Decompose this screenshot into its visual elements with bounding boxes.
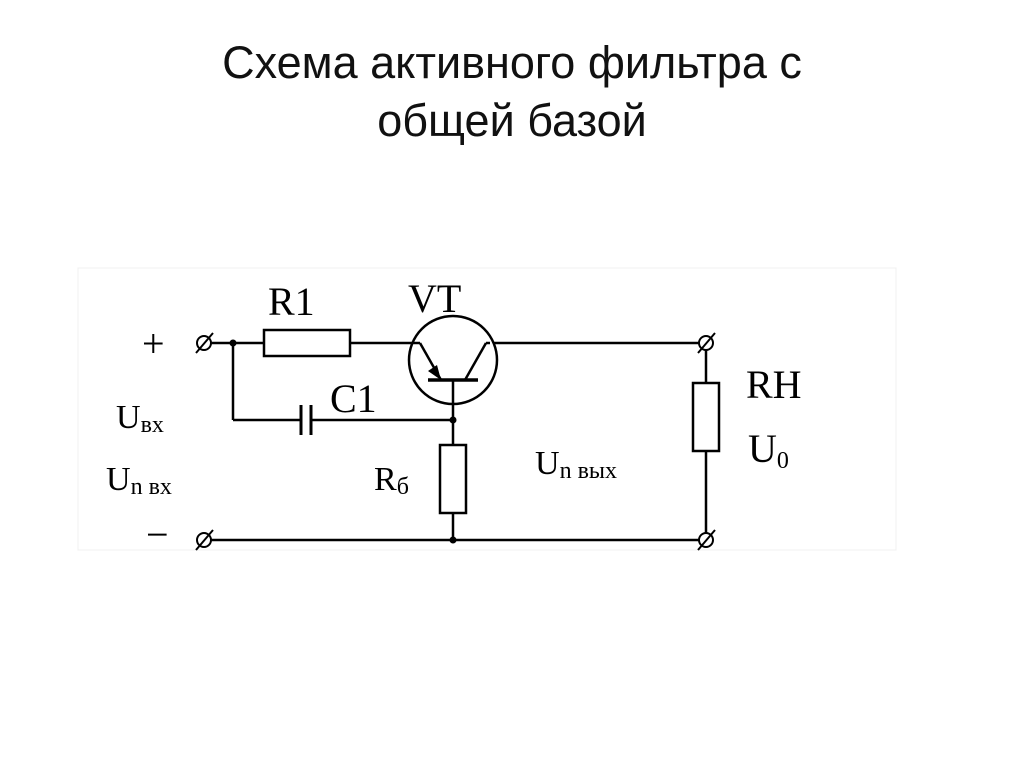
resistor-rb xyxy=(438,443,468,515)
emitter-arrow-icon xyxy=(428,365,441,380)
title-line-1: Схема активного фильтра с xyxy=(222,37,802,88)
label-r1: R1 xyxy=(268,279,315,324)
label-u-n-in: Un вх xyxy=(106,461,172,500)
diagram-frame xyxy=(77,267,897,551)
label-c1: C1 xyxy=(330,376,377,421)
label-minus: − xyxy=(146,512,169,557)
terminal-output-top xyxy=(697,332,716,354)
label-u-in: Uвх xyxy=(116,399,164,438)
label-rb-sub: б xyxy=(397,474,409,500)
label-u-n-out-sub: n вых xyxy=(560,458,617,484)
label-u-in-sub: вх xyxy=(141,412,164,438)
label-rb-main: R xyxy=(374,461,397,498)
resistor-rh xyxy=(691,381,721,453)
terminal-input-plus xyxy=(195,332,214,354)
label-u0-main: U xyxy=(748,426,777,471)
label-u-n-in-main: U xyxy=(106,461,131,498)
label-u-n-in-sub: n вх xyxy=(131,474,172,500)
label-vt: VT xyxy=(408,276,461,321)
label-u0-sub: 0 xyxy=(777,448,789,474)
slide-title: Схема активного фильтра с общей базой xyxy=(0,34,1024,150)
label-u-n-out-main: U xyxy=(535,445,560,482)
label-u0: U0 xyxy=(748,426,789,474)
label-u-in-main: U xyxy=(116,399,141,436)
transistor-collector xyxy=(463,342,488,381)
label-u-n-out: Un вых xyxy=(535,445,617,484)
transistor-vt xyxy=(407,314,499,445)
label-plus: + xyxy=(142,321,165,366)
junction-base xyxy=(449,416,457,424)
resistor-r1 xyxy=(262,328,352,358)
terminal-input-minus xyxy=(195,529,214,551)
title-line-2: общей базой xyxy=(377,95,647,146)
label-rh: RH xyxy=(746,362,802,407)
terminal-output-bottom xyxy=(697,529,716,551)
label-rb: Rб xyxy=(374,461,409,500)
